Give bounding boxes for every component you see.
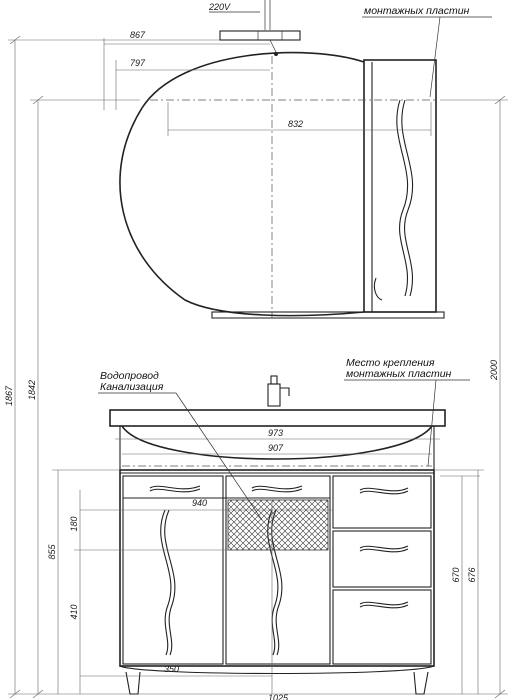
cabinet-mount-label-1: Место крепления xyxy=(346,357,435,369)
left-door xyxy=(122,475,224,665)
right-leg xyxy=(413,671,429,695)
height-1842-label: 1842 xyxy=(27,380,37,400)
drawer-1-handle xyxy=(359,487,409,492)
drawer-2-handle xyxy=(359,545,409,550)
cabinet-mount-label-2: монтажных пластин xyxy=(346,368,452,380)
plumbing-label-water: Водопровод xyxy=(100,370,159,382)
plumbing-label-sewer: Канализация xyxy=(100,381,164,393)
left-leg xyxy=(125,671,141,695)
dim-940-label: 940 xyxy=(192,498,207,508)
dim-1025-label: 1025 xyxy=(268,693,289,700)
dim-797-label: 797 xyxy=(130,58,146,68)
top-drawer-handle-left xyxy=(149,485,201,490)
dim-676-label: 676 xyxy=(467,567,477,582)
mirror-assembly: 220V 867 797 832 монтажных пластин xyxy=(103,0,492,319)
overall-height-dims: 1867 1842 2000 xyxy=(4,35,508,699)
mirror-oval xyxy=(119,51,365,317)
dim-832-label: 832 xyxy=(288,119,303,129)
dim-867-label: 867 xyxy=(130,30,146,40)
drawer-3 xyxy=(332,589,432,665)
dim-350-label: 350 xyxy=(164,664,179,674)
cabinet-body xyxy=(119,469,435,667)
sink-countertop xyxy=(109,409,446,427)
top-drawer-handle-middle xyxy=(251,485,303,490)
dim-973-label: 973 xyxy=(268,428,283,438)
height-1867-label: 1867 xyxy=(4,385,14,406)
sink-basin xyxy=(121,425,433,460)
vanity-assembly: 973 907 940 350 1025 855 180 410 670 676… xyxy=(47,357,484,700)
mirror-cabinet xyxy=(363,59,437,313)
plumbing-mesh xyxy=(227,499,329,551)
dim-410-label: 410 xyxy=(69,604,79,619)
height-2000-label: 2000 xyxy=(489,360,499,381)
middle-door xyxy=(225,475,331,665)
drawer-2 xyxy=(332,530,432,588)
mirror-cabinet-handle xyxy=(401,99,414,297)
lamp-fixture xyxy=(219,30,301,41)
dim-180-label: 180 xyxy=(69,516,79,531)
drawer-1 xyxy=(332,475,432,529)
faucet xyxy=(267,383,281,407)
drawer-3-handle xyxy=(359,601,409,606)
mirror-mount-note: монтажных пластин xyxy=(364,5,470,17)
dim-855-label: 855 xyxy=(47,544,57,560)
dim-670-label: 670 xyxy=(451,567,461,582)
left-door-handle xyxy=(160,509,172,656)
power-label: 220V xyxy=(208,2,231,12)
dim-907-label: 907 xyxy=(268,443,284,453)
